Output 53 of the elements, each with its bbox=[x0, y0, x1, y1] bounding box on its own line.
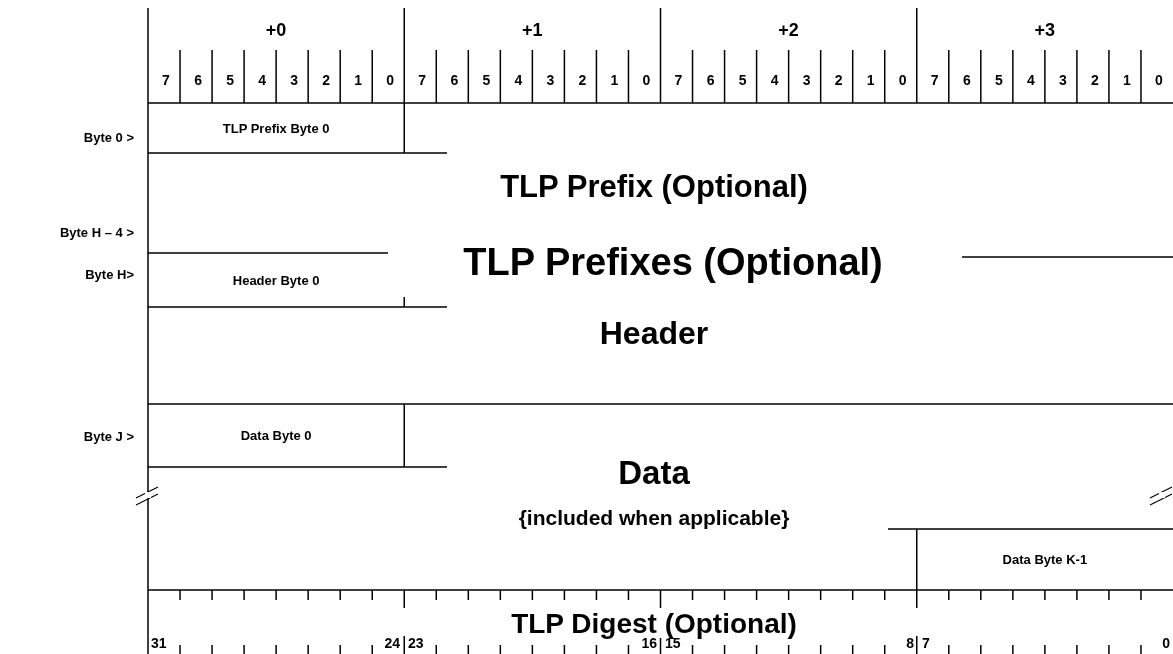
bit-number: 4 bbox=[770, 73, 779, 87]
bit-number: 4 bbox=[1026, 73, 1035, 87]
bit-number: 5 bbox=[738, 73, 747, 87]
bit-number: 23 bbox=[408, 636, 424, 650]
bit-number: 1 bbox=[1123, 73, 1131, 87]
bit-number: 0 bbox=[642, 73, 651, 87]
bit-number: 31 bbox=[151, 636, 167, 650]
bit-number: 2 bbox=[834, 73, 843, 87]
bit-number: 6 bbox=[962, 73, 971, 87]
field-label: Data Byte 0 bbox=[240, 429, 312, 442]
bit-number: 0 bbox=[386, 73, 395, 87]
row-label: Byte H> bbox=[85, 267, 134, 281]
bit-number: 16 bbox=[641, 636, 657, 650]
byte-offset: +0 bbox=[265, 21, 287, 39]
bit-number: 2 bbox=[578, 73, 587, 87]
bit-number: 4 bbox=[258, 73, 266, 87]
bit-number: 4 bbox=[514, 73, 523, 87]
field-label: Header Byte 0 bbox=[232, 273, 320, 287]
section-title: TLP Digest (Optional) bbox=[511, 610, 797, 638]
bit-number: 6 bbox=[194, 73, 202, 87]
bit-number: 8 bbox=[906, 636, 914, 650]
bit-number: 6 bbox=[450, 73, 459, 87]
row-label: Byte 0 > bbox=[83, 130, 134, 144]
bit-number: 7 bbox=[930, 73, 939, 87]
bit-number: 7 bbox=[922, 636, 930, 650]
bit-number: 0 bbox=[1155, 73, 1163, 87]
byte-offset: +3 bbox=[1034, 21, 1056, 39]
section-note: {included when applicable} bbox=[518, 506, 790, 528]
bit-number: 3 bbox=[290, 73, 299, 87]
bit-number: 1 bbox=[610, 73, 619, 87]
bit-number: 3 bbox=[802, 73, 811, 87]
bit-number: 2 bbox=[1091, 73, 1099, 87]
bit-number: 24 bbox=[384, 636, 400, 650]
row-label: Byte J > bbox=[83, 429, 134, 443]
bit-number: 6 bbox=[706, 73, 715, 87]
bit-number: 5 bbox=[994, 73, 1003, 87]
bit-number: 7 bbox=[674, 73, 683, 87]
bit-number: 3 bbox=[546, 73, 555, 87]
bit-number: 0 bbox=[1162, 636, 1170, 650]
bit-number: 0 bbox=[898, 73, 907, 87]
bit-number: 1 bbox=[866, 73, 875, 87]
bit-number: 7 bbox=[418, 73, 427, 87]
bit-number: 7 bbox=[162, 73, 170, 87]
bit-number: 3 bbox=[1059, 73, 1067, 87]
field-label: TLP Prefix Byte 0 bbox=[222, 121, 330, 135]
field-label: Data Byte K-1 bbox=[1002, 553, 1088, 566]
bit-number: 1 bbox=[354, 73, 363, 87]
row-label: Byte H – 4 > bbox=[59, 225, 134, 239]
bit-number: 5 bbox=[482, 73, 491, 87]
bit-number: 5 bbox=[226, 73, 234, 87]
byte-offset: +2 bbox=[778, 21, 799, 39]
bit-number: 2 bbox=[322, 73, 331, 87]
byte-offset: +1 bbox=[522, 21, 543, 39]
